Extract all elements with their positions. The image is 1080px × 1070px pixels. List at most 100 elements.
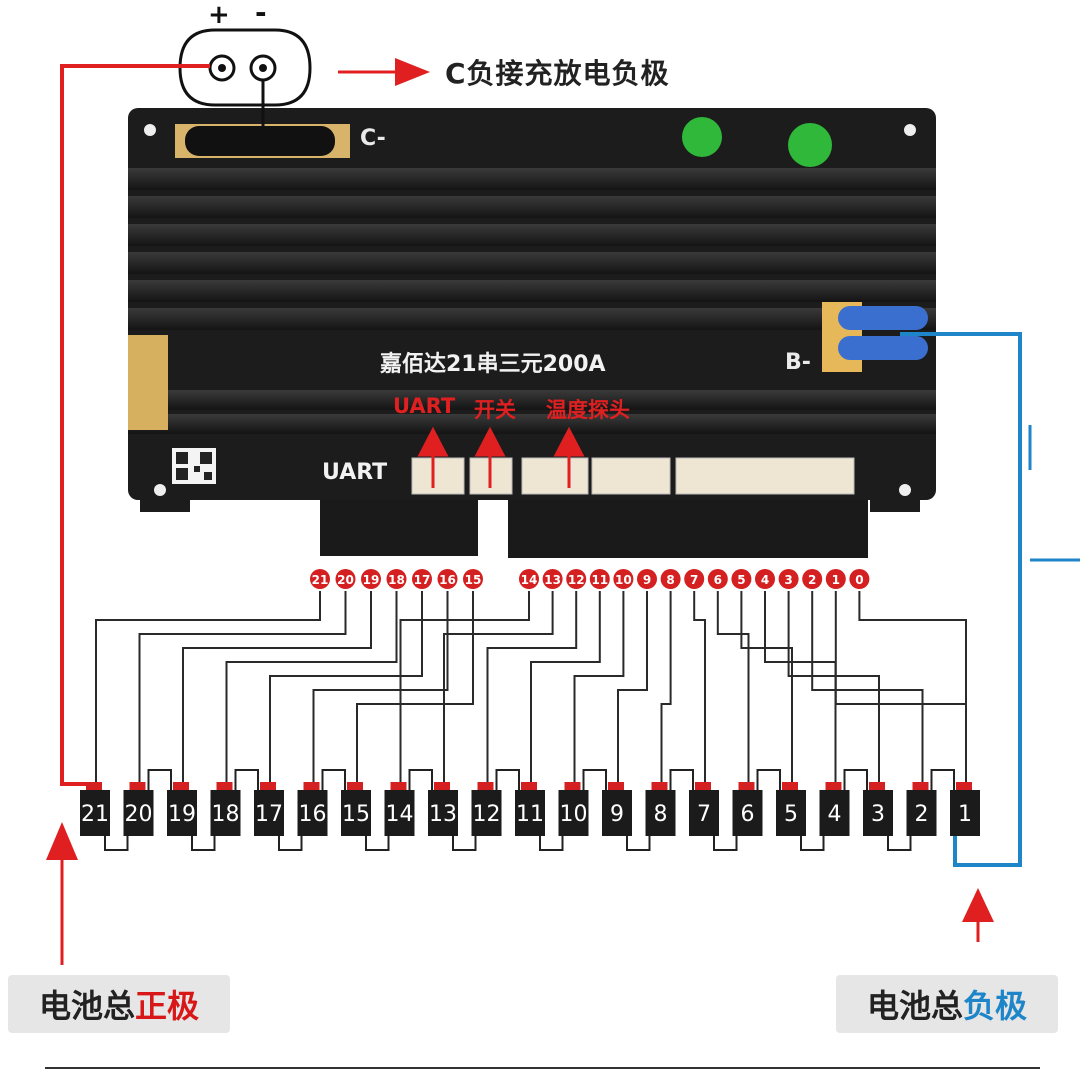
charge-label: C负接充放电负极 [445, 57, 670, 90]
cell-link [930, 769, 955, 790]
battery-cell-body [645, 790, 676, 836]
antenna [128, 335, 168, 430]
sense-pin: 15 [463, 569, 483, 589]
c-minus-label: C- [360, 126, 386, 151]
battery-cell: 7 [689, 782, 719, 836]
sense-pin-dot [542, 569, 563, 589]
sense-pin-dot [755, 569, 775, 589]
sense-pin-dot [310, 569, 330, 589]
battery-cell-label: 17 [255, 802, 283, 827]
sense-pin-label: 19 [363, 573, 380, 587]
sense-wire [693, 591, 706, 786]
charge-arrow [338, 58, 430, 86]
sense-wire [764, 591, 837, 786]
sense-pin-dot [825, 569, 846, 589]
battery-cell-label: 19 [168, 802, 196, 827]
battery-negative-prefix: 电池总 [866, 987, 963, 1025]
sense-pin-dot [335, 569, 356, 589]
sense-pin: 20 [335, 569, 356, 589]
sense-wire [138, 591, 347, 786]
sense-pin: 6 [707, 569, 728, 589]
battery-cell-body [80, 790, 110, 836]
sense-wire [858, 591, 967, 786]
battery-cell-label: 20 [125, 802, 153, 827]
cell-link [234, 769, 259, 790]
battery-cell: 16 [297, 782, 328, 836]
qc-sticker [682, 117, 722, 157]
battery-cell-body [819, 790, 850, 836]
connector-block [411, 457, 855, 495]
battery-cell: 3 [863, 782, 893, 836]
sense-pin-label: 14 [521, 573, 538, 587]
sense-pin-label: 0 [855, 573, 863, 587]
battery-cell-body [341, 790, 371, 836]
sense-pin: 4 [755, 569, 775, 589]
temp-probe-note: 温度探头 [546, 398, 630, 422]
sense-wire [312, 591, 449, 786]
battery-positive-highlight: 正极 [135, 987, 200, 1025]
cell-link [147, 769, 172, 790]
sense-wire [443, 591, 554, 786]
sense-pin-label: 11 [591, 573, 608, 587]
sense-wire [660, 591, 672, 786]
cell-link [104, 836, 129, 851]
battery-cell-label: 7 [697, 802, 711, 827]
battery-cell-body [689, 790, 719, 836]
sense-wire-group [95, 591, 967, 786]
cell-link-group [104, 769, 955, 851]
sense-pin-dot [386, 569, 407, 589]
battery-cell: 9 [602, 782, 632, 836]
sense-pin-label: 8 [666, 573, 674, 587]
sense-pin-dot [519, 569, 539, 589]
sense-pin-dot [412, 569, 432, 589]
battery-cell-body [515, 790, 545, 836]
mount-hole [899, 484, 911, 496]
sense-pin: 10 [613, 569, 634, 589]
battery-cell-label: 8 [654, 802, 668, 827]
sense-pin: 8 [660, 569, 681, 589]
sense-pin-label: 1 [832, 573, 840, 587]
battery-cell-body [254, 790, 284, 836]
sense-wire [269, 591, 423, 786]
cell-link [669, 769, 694, 790]
battery-cell: 5 [776, 782, 806, 836]
sense-pin-dot [463, 569, 483, 589]
battery-cell-label: 18 [212, 802, 240, 827]
sense-wire [182, 591, 372, 786]
uart-port-label: UART [322, 460, 388, 485]
mount-hole [154, 484, 166, 496]
battery-cell-label: 15 [342, 802, 370, 827]
sense-pin: 5 [731, 569, 752, 589]
sense-pin-label: 12 [568, 573, 585, 587]
battery-cell-label: 11 [516, 802, 544, 827]
battery-cell-body [906, 790, 937, 836]
battery-cell-body [602, 790, 632, 836]
battery-negative-highlight: 负极 [963, 987, 1028, 1025]
battery-cell: 17 [254, 782, 284, 836]
sense-pin-label: 13 [544, 573, 561, 587]
cell-link [582, 769, 607, 790]
battery-positive-prefix: 电池总 [38, 987, 135, 1025]
mount-hole [144, 124, 156, 136]
battery-cell-body [167, 790, 197, 836]
sense-pin-label: 15 [465, 573, 482, 587]
battery-cell-body [776, 790, 806, 836]
sense-pin-dot [361, 569, 381, 589]
battery-cell: 11 [515, 782, 545, 836]
sense-wire [787, 591, 880, 786]
b-minus-label: B- [785, 350, 811, 375]
battery-cell-body [123, 790, 154, 836]
battery-cell: 2 [906, 782, 937, 836]
sense-pin-label: 21 [312, 573, 329, 587]
sense-wire [399, 591, 530, 786]
sense-pin-dot [802, 569, 823, 589]
harness-plug-2 [508, 500, 868, 558]
battery-cell-body [732, 790, 763, 836]
sense-pin-dot [660, 569, 681, 589]
sense-wire [530, 591, 601, 786]
battery-cell-body [950, 790, 980, 836]
sense-pin-dot [849, 569, 870, 589]
battery-cell: 14 [384, 782, 415, 836]
